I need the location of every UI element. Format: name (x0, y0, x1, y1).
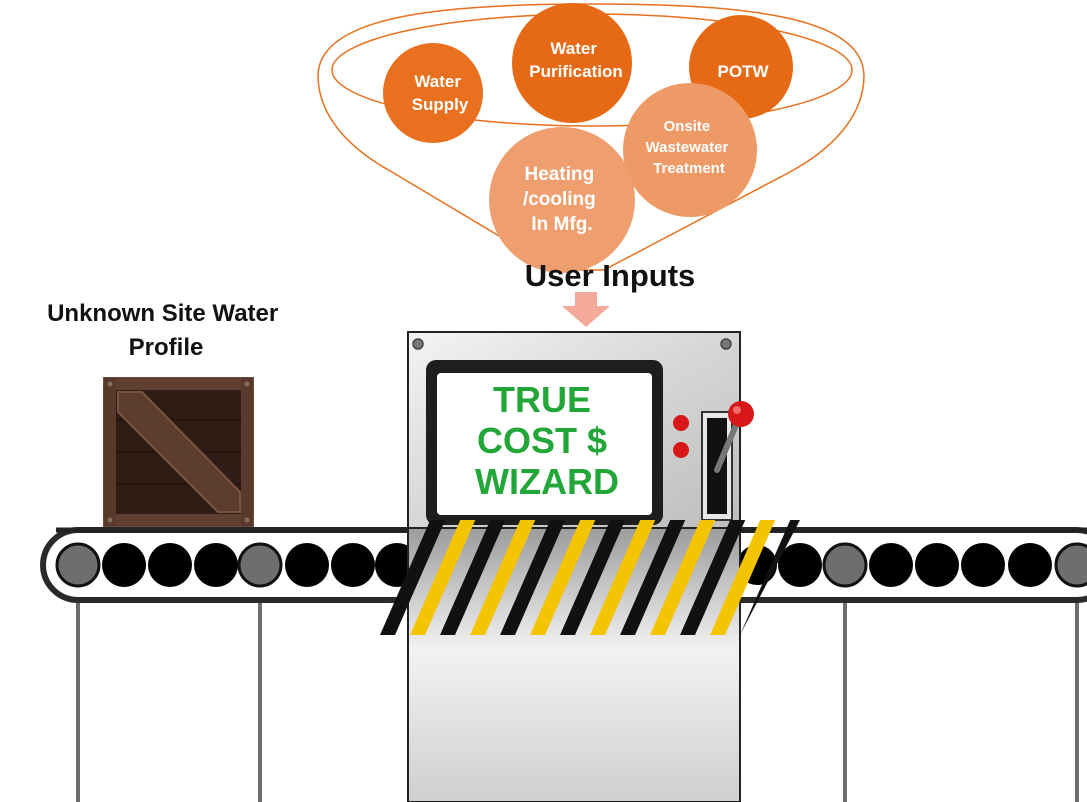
curtain-stripe (710, 520, 777, 635)
bubble-text-line: Onsite (664, 118, 711, 135)
curtain-stripe (470, 520, 537, 635)
screen-title: TRUE COST $ WIZARD (475, 379, 619, 502)
curtain-stripe (500, 520, 567, 635)
curtain-stripe (410, 520, 477, 635)
lever-switch[interactable] (701, 401, 754, 521)
screw-icon (412, 338, 424, 350)
bubble-text-line: Water (550, 39, 597, 58)
bubble-text-line: In Mfg. (531, 214, 592, 235)
bubble-potw-label: POTW (718, 62, 770, 81)
input-bubbles (383, 3, 793, 273)
curtain-stripe (650, 520, 717, 635)
screen-title-line: TRUE (493, 379, 591, 420)
bubble-text-line: Treatment (653, 160, 725, 177)
bubble-text-line: Heating (525, 164, 595, 185)
bubble-water-supply[interactable] (383, 43, 483, 143)
screen-title-line: COST $ (477, 420, 607, 461)
wooden-crate-icon (103, 377, 254, 527)
curtain-stripe (530, 520, 597, 635)
bubble-text-line: Purification (529, 62, 623, 81)
crate-label-line: Unknown Site Water (47, 300, 278, 327)
curtain-stripe (380, 520, 447, 635)
conveyor-legs (76, 565, 1079, 802)
indicator-button[interactable] (673, 415, 689, 431)
bubble-water-purification-label: Water Purification (529, 39, 623, 81)
indicator-button[interactable] (673, 442, 689, 458)
bubble-onsite-wastewater[interactable] (623, 83, 757, 217)
screen-title-line: WIZARD (475, 461, 619, 502)
bubble-water-supply-label: Water Supply (412, 72, 469, 114)
bubble-text-line: /cooling (523, 189, 596, 210)
bubble-text-line: Wastewater (646, 139, 729, 156)
conveyor-belt-right (737, 527, 1087, 603)
bubble-heating-cooling[interactable] (489, 127, 635, 273)
crate-label-line: Profile (129, 334, 204, 361)
conveyor-belt-left (40, 527, 420, 603)
bubble-onsite-wastewater-label: Onsite Wastewater Treatment (646, 118, 733, 177)
screw-icon (720, 338, 732, 350)
striped-curtain (380, 520, 800, 635)
down-arrow-icon (562, 292, 610, 327)
curtain-stripe (680, 520, 747, 635)
curtain-stripe (560, 520, 627, 635)
bubble-text-line: Supply (412, 95, 469, 114)
curtain-stripe (440, 520, 507, 635)
curtain-stripe (590, 520, 657, 635)
curtain-stripe (620, 520, 687, 635)
wizard-machine: TRUE COST $ WIZARD (380, 331, 800, 802)
bubble-text-line: Water (414, 72, 461, 91)
crate-label: Unknown Site Water Profile (47, 300, 285, 361)
bubble-labels: Water Supply Water Purification POTW Ons… (412, 39, 770, 235)
bubble-heating-cooling-label: Heating /cooling In Mfg. (523, 164, 601, 235)
bubble-text-line: POTW (718, 62, 770, 81)
user-inputs-label: User Inputs (525, 258, 696, 293)
bubble-water-purification[interactable] (512, 3, 632, 123)
